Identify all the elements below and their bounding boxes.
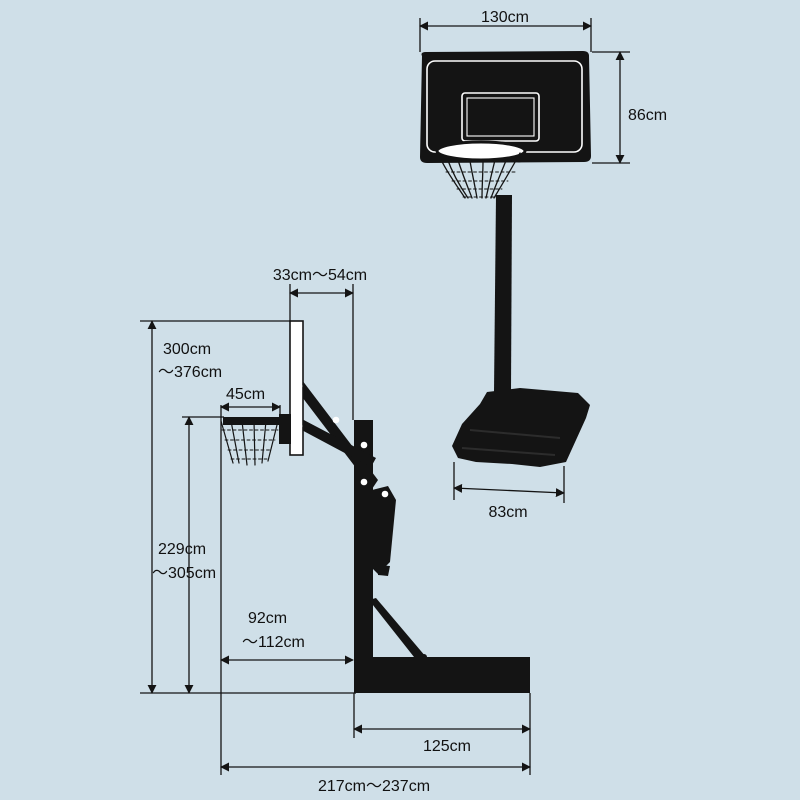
label-total-height-1: 300cm <box>163 341 211 358</box>
label-base-depth: 83cm <box>488 504 527 521</box>
label-rim-offset-2: ～112cm <box>242 634 305 651</box>
side-arm-linkage <box>296 380 378 489</box>
label-total-height-2: ～376cm <box>158 364 222 381</box>
dimension-lines <box>140 18 630 775</box>
label-overhang-range: 33cm～54cm <box>273 267 367 284</box>
front-pole <box>494 195 512 392</box>
dimension-labels: 130cm 86cm 83cm 33cm～54cm 300cm ～376cm 4… <box>152 9 667 795</box>
label-rim-offset-1: 92cm <box>248 610 287 627</box>
side-base <box>354 657 530 693</box>
side-support-brace <box>369 598 426 657</box>
label-rim-height-2: ～305cm <box>152 565 216 582</box>
pivot-bolts <box>295 382 389 498</box>
label-footprint-length: 217cm～237cm <box>318 778 430 795</box>
side-rim-and-net <box>220 420 279 466</box>
label-backboard-height: 86cm <box>628 107 667 124</box>
label-backboard-width: 130cm <box>481 9 529 26</box>
front-view-hoop <box>420 51 591 467</box>
front-rim-and-net <box>435 140 527 199</box>
side-height-adjuster <box>372 486 396 576</box>
front-base <box>452 388 590 467</box>
label-rim-diameter: 45cm <box>226 386 265 403</box>
label-base-length: 125cm <box>423 738 471 755</box>
side-view-hoop <box>220 320 530 693</box>
label-rim-height-1: 229cm <box>158 541 206 558</box>
front-backboard <box>420 51 591 163</box>
